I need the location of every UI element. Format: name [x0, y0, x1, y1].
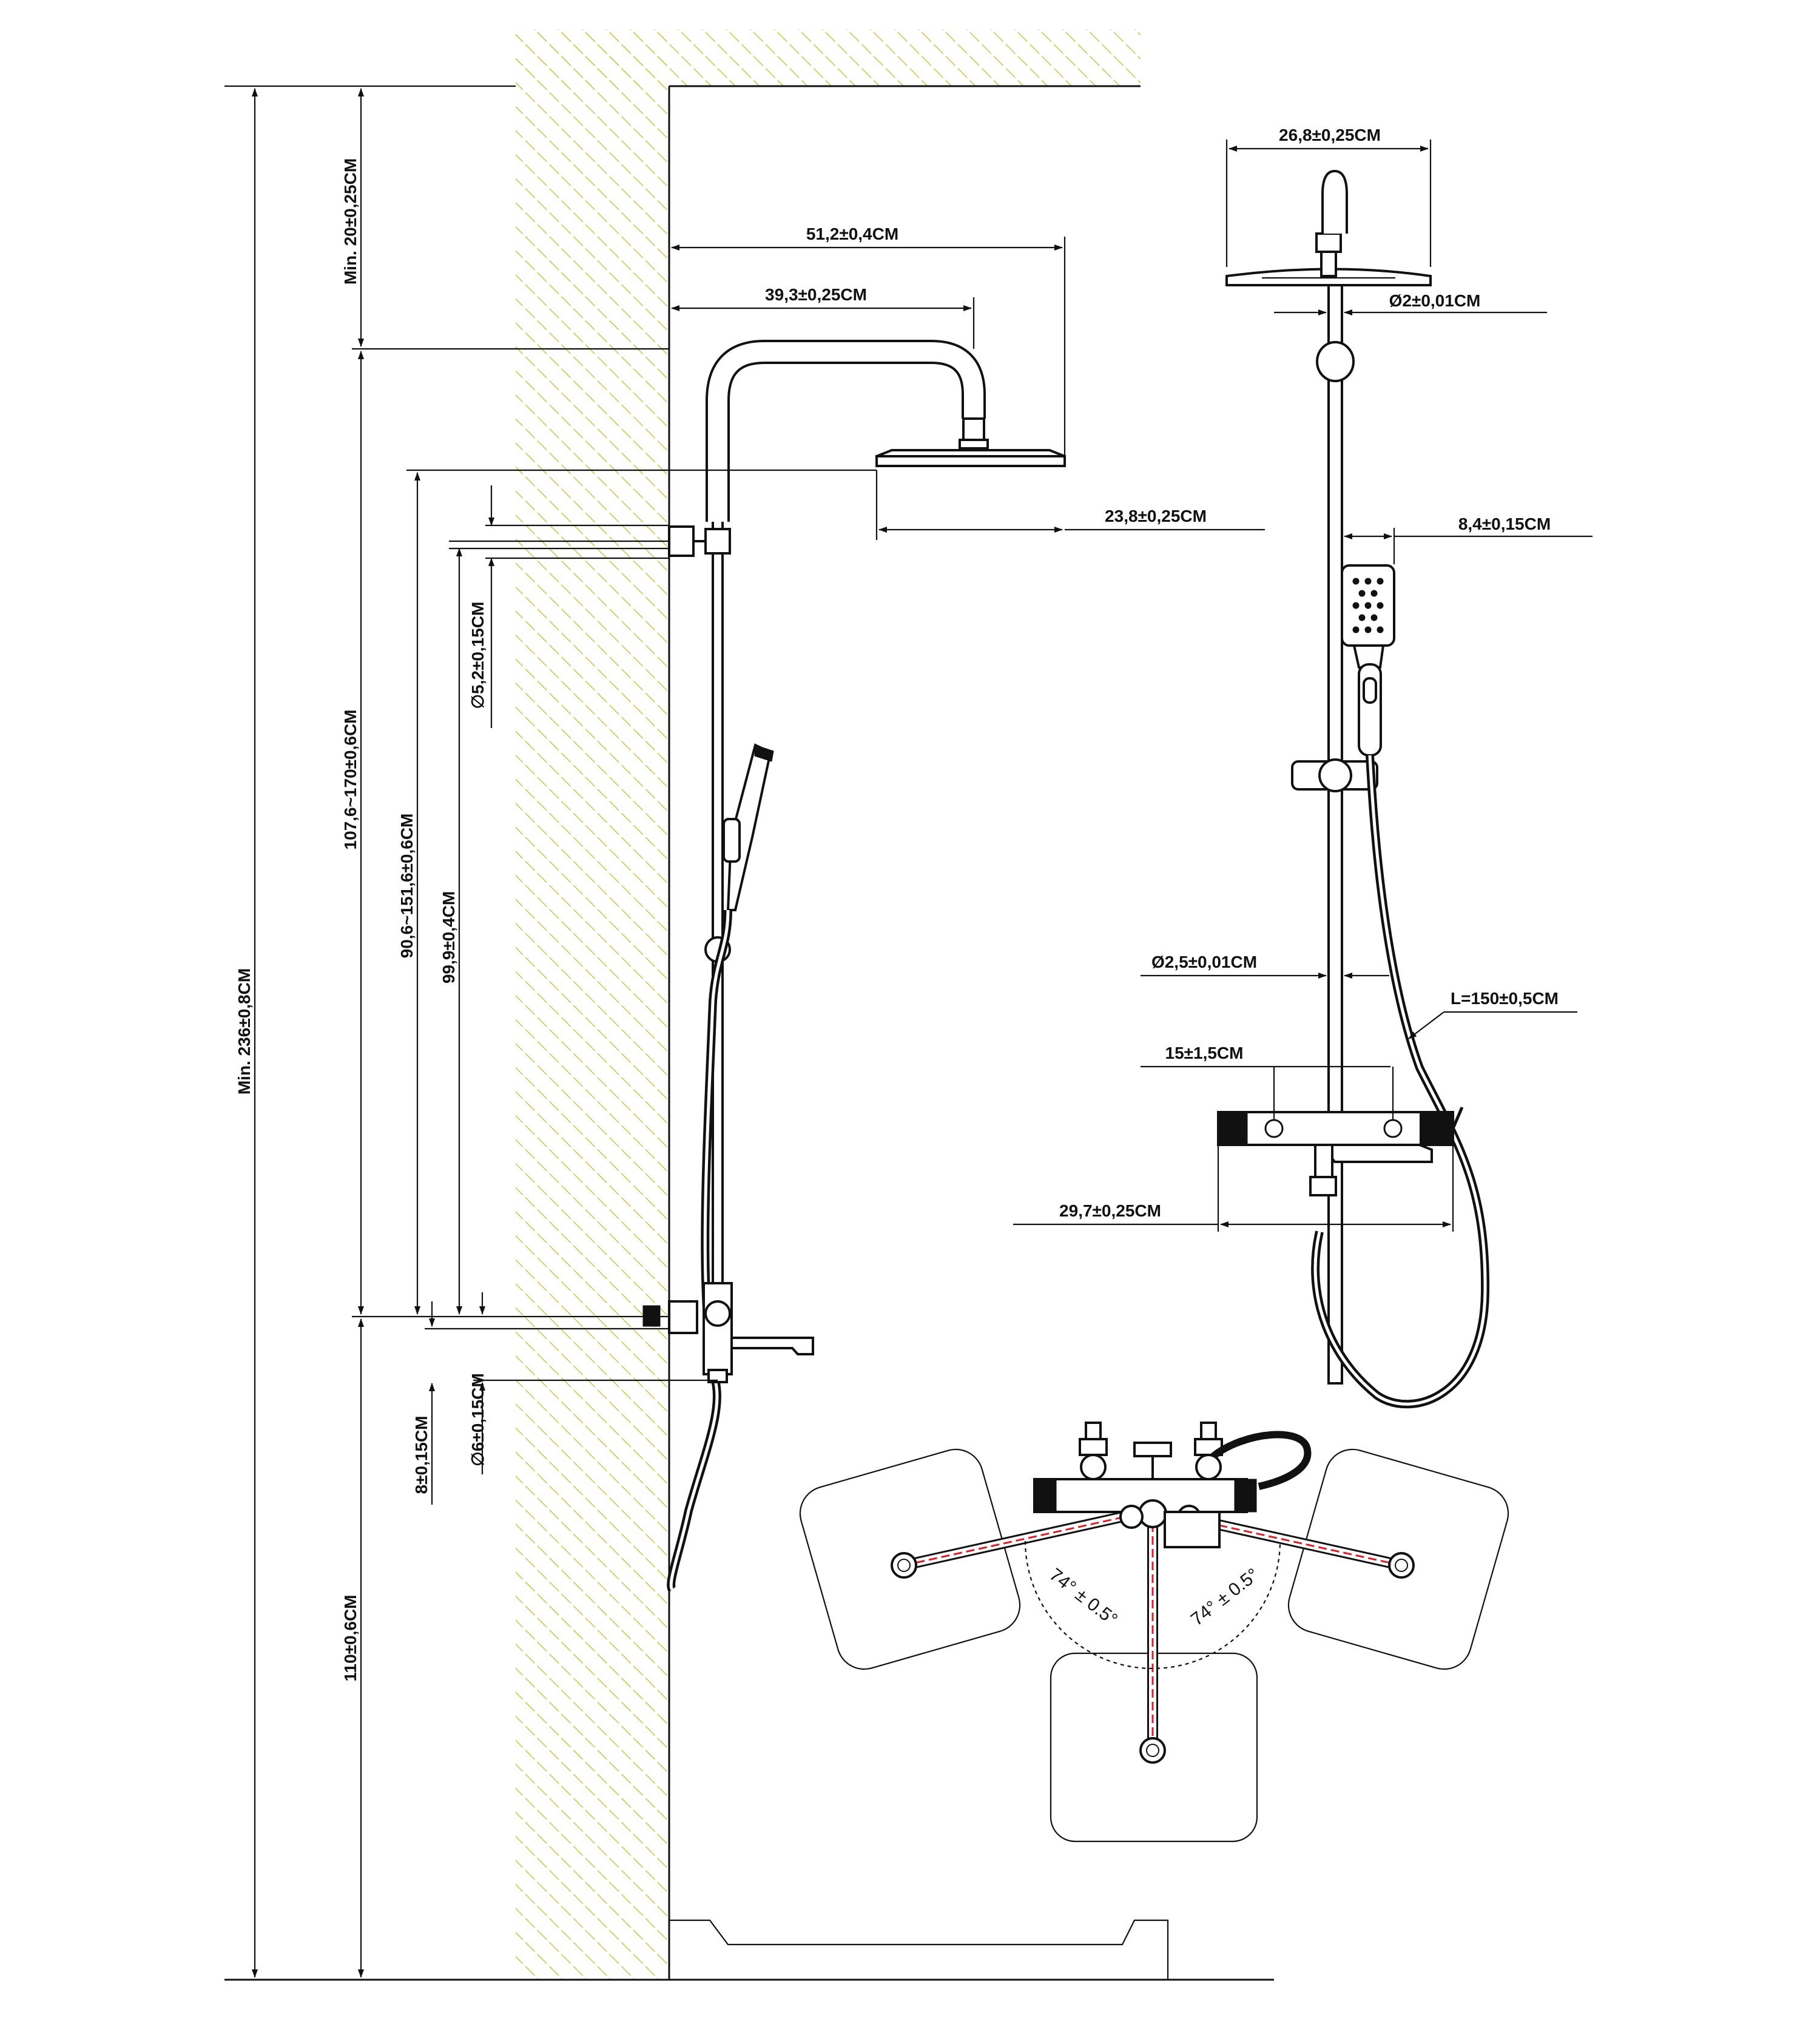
- dim-238: 23,8±0,25CM: [1105, 507, 1207, 525]
- front-view-shower: [1217, 169, 1490, 1409]
- dim-min-236: Min. 236±0,8CM: [235, 968, 254, 1095]
- wall-hatch: [516, 29, 669, 1980]
- dim-range-90: 90,6~151,6±0,6CM: [397, 814, 416, 959]
- wall-bracket-bottom: [668, 1300, 698, 1334]
- dim-range-107: 107,6~170±0,6CM: [341, 710, 360, 850]
- dim-15: 15±1,5CM: [1165, 1044, 1244, 1062]
- dim-d-2: Ø2±0,01CM: [1389, 291, 1481, 310]
- dim-512: 51,2±0,4CM: [806, 224, 898, 243]
- front-view-dimensions: 26,8±0,25CM Ø2±0,01CM 8,4±0,15CM Ø2,5±0,…: [1013, 126, 1592, 1232]
- centerline-left: [903, 1510, 1153, 1567]
- dim-d-52: ∅5,2±0,15CM: [468, 602, 487, 709]
- nozzle-grid: [1352, 578, 1384, 633]
- dim-84: 8,4±0,15CM: [1458, 514, 1551, 533]
- rain-head-side: [875, 455, 1066, 467]
- angle-left: 74° ± 0.5°: [1046, 1565, 1121, 1630]
- position-square-right: [1287, 1448, 1509, 1670]
- top-view-rotation: 74° ± 0.5° 74° ± 0.5°: [799, 1422, 1509, 1843]
- side-view-shower: [642, 340, 1066, 1593]
- angle-right: 74° ± 0.5°: [1187, 1565, 1262, 1630]
- riser-front: [1327, 284, 1343, 1385]
- dim-110: 110±0,6CM: [341, 1594, 360, 1681]
- shower-arm: [706, 340, 986, 522]
- wall-bracket-top: [668, 525, 695, 557]
- dim-393: 39,3±0,25CM: [765, 285, 867, 304]
- head-arm-front: [1321, 169, 1348, 234]
- dim-99: 99,9±0,4CM: [439, 891, 458, 983]
- bathtub-rim: [669, 1919, 1169, 1980]
- dim-297: 29,7±0,25CM: [1059, 1201, 1161, 1220]
- dim-d-6: ∅6±0,15CM: [468, 1373, 487, 1466]
- dim-268: 26,8±0,25CM: [1279, 126, 1381, 144]
- mixer-body-side: [703, 1282, 733, 1375]
- dim-8: 8±0,15CM: [412, 1416, 431, 1494]
- dim-d-25: Ø2,5±0,01CM: [1151, 953, 1257, 971]
- mixer-body-front: [1217, 1111, 1454, 1146]
- side-view-dimensions: Min. 236±0,8CM Min. 20±0,25CM 107,6~170±…: [224, 85, 1265, 1978]
- position-square-left: [799, 1448, 1021, 1670]
- dim-min-20: Min. 20±0,25CM: [341, 158, 360, 285]
- angle-arc: [1024, 1540, 1281, 1670]
- wall: [224, 29, 1274, 1981]
- dim-150: L=150±0,5CM: [1451, 989, 1559, 1008]
- bath-spout-side: [730, 1337, 814, 1355]
- bath-spout-front: [1320, 1144, 1433, 1163]
- ceiling-hatch: [516, 29, 1141, 86]
